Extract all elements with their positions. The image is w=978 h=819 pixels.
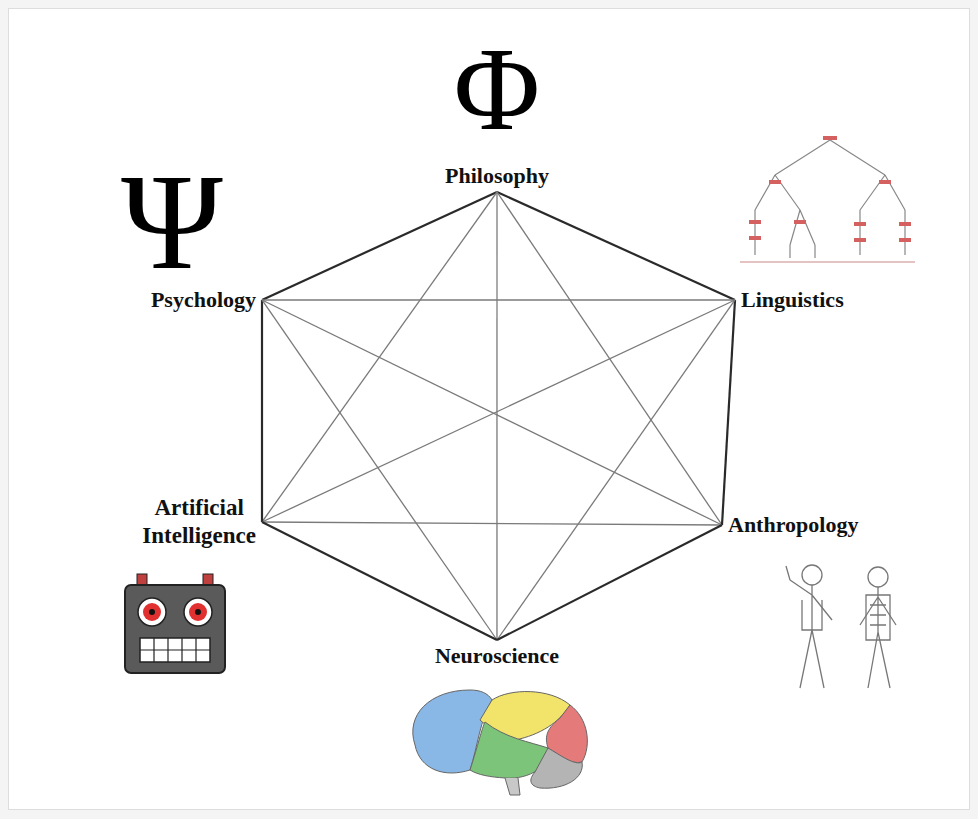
human-figures: [786, 565, 896, 688]
hexagon-diagonal: [262, 299, 735, 300]
connector-line: [262, 300, 722, 525]
connector-line: [497, 525, 722, 640]
connector-line: [722, 300, 735, 525]
robot-icon: [125, 574, 225, 673]
discipline-label: Neuroscience: [429, 640, 565, 672]
connector-line: [497, 192, 735, 300]
hexagon-side: [722, 300, 735, 525]
hexagon-diagonal: [262, 522, 722, 525]
discipline-name: Anthropology: [728, 512, 858, 538]
hexagon-side: [262, 522, 497, 640]
discipline-name: Artificial Intelligence: [142, 494, 256, 549]
hexagon-diagonal: [262, 300, 497, 640]
hexagon-side: [497, 525, 722, 640]
connector-line: [497, 300, 735, 640]
connector-line: [262, 300, 735, 522]
discipline-label: Philosophy: [439, 160, 555, 192]
discipline-name: Linguistics: [741, 287, 844, 313]
connector-line: [261, 300, 263, 522]
connector-line: [262, 522, 497, 640]
hexagon-side: [262, 300, 263, 522]
connector-line: [262, 522, 722, 525]
hexagon-diagonal: [497, 300, 735, 640]
connector-line: [262, 299, 735, 300]
syntax-tree: [740, 140, 915, 262]
discipline-label: Artificial Intelligence: [136, 491, 262, 552]
discipline-label: Anthropology: [722, 509, 864, 541]
discipline-label: Linguistics: [735, 284, 850, 316]
discipline-name: Neuroscience: [435, 643, 559, 669]
greek-symbol: Φ: [454, 31, 540, 149]
hexagon-side: [262, 192, 497, 300]
discipline-name: Philosophy: [445, 163, 549, 189]
hexagon-diagonal: [262, 300, 735, 522]
connector-line: [262, 192, 497, 300]
hexagon-diagonal: [496, 192, 497, 640]
tree-marks: [749, 136, 911, 242]
hexagon-side: [497, 192, 735, 300]
greek-symbol: Ψ: [121, 153, 223, 291]
connector-line: [496, 192, 497, 640]
brain-illustration: [413, 690, 588, 795]
connector-line: [262, 300, 497, 640]
hexagon-diagonal: [262, 300, 722, 525]
